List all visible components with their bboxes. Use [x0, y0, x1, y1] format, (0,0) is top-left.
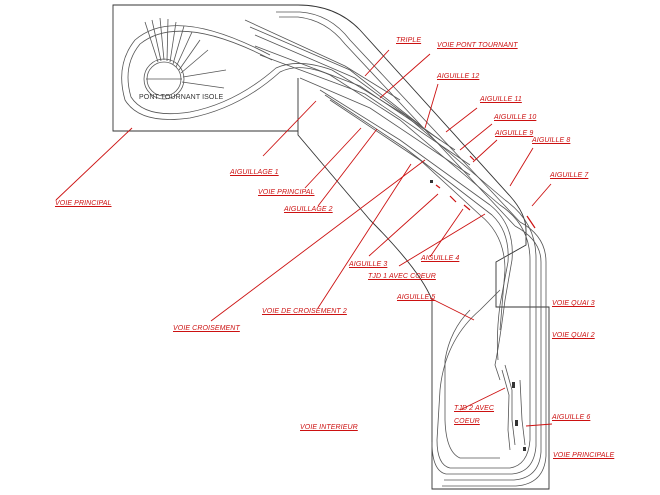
label-voie-quai-2: VOIE QUAI 2 [552, 332, 595, 339]
label-voie-interieur: VOIE INTERIEUR [300, 424, 358, 431]
label-tjd-1: TJD 1 AVEC COEUR [368, 273, 436, 280]
label-voie-principal-mid: VOIE PRINCIPAL [258, 189, 315, 196]
label-aiguille-9: AIGUILLE 9 [495, 130, 534, 137]
main-loop-tracks [121, 11, 521, 227]
label-aiguille-11: AIGUILLE 11 [480, 96, 522, 103]
lower-tracks [431, 199, 547, 487]
baseboard-outline [112, 4, 550, 490]
label-aiguille-12: AIGUILLE 12 [437, 73, 480, 80]
label-aiguille-5: AIGUILLE 5 [397, 294, 436, 301]
label-voie-pont-tournant: VOIE PONT TOURNANT [437, 42, 518, 49]
label-triple: TRIPLE [396, 37, 422, 44]
label-voie-quai-3: VOIE QUAI 3 [552, 300, 595, 307]
label-aiguille-7: AIGUILLE 7 [550, 172, 589, 179]
label-voie-croisement: VOIE CROISEMENT [173, 325, 240, 332]
label-aiguillage-2: AIGUILLAGE 2 [284, 206, 333, 213]
label-tjd-2-line1: TJD 2 AVEC [454, 405, 495, 412]
label-aiguille-3: AIGUILLE 3 [349, 261, 388, 268]
label-voie-principal-left: VOIE PRINCIPAL [55, 200, 112, 207]
leader-lines [55, 49, 553, 427]
label-aiguille-6: AIGUILLE 6 [552, 414, 591, 421]
label-pont-tournant-isole: PONT TOURNANT ISOLE [139, 94, 224, 101]
label-voie-de-croisement-2: VOIE DE CROISEMENT 2 [262, 308, 347, 315]
track-markers [430, 180, 526, 451]
label-aiguille-8: AIGUILLE 8 [532, 137, 571, 144]
label-voie-principale: VOIE PRINCIPALE [553, 452, 615, 459]
label-aiguille-4: AIGUILLE 4 [421, 255, 460, 262]
highlight-marks [435, 155, 536, 229]
label-aiguillage-1: AIGUILLAGE 1 [230, 169, 279, 176]
label-aiguille-10: AIGUILLE 10 [494, 114, 537, 121]
label-tjd-2-line2: COEUR [454, 418, 480, 425]
turntable-area [143, 17, 227, 100]
